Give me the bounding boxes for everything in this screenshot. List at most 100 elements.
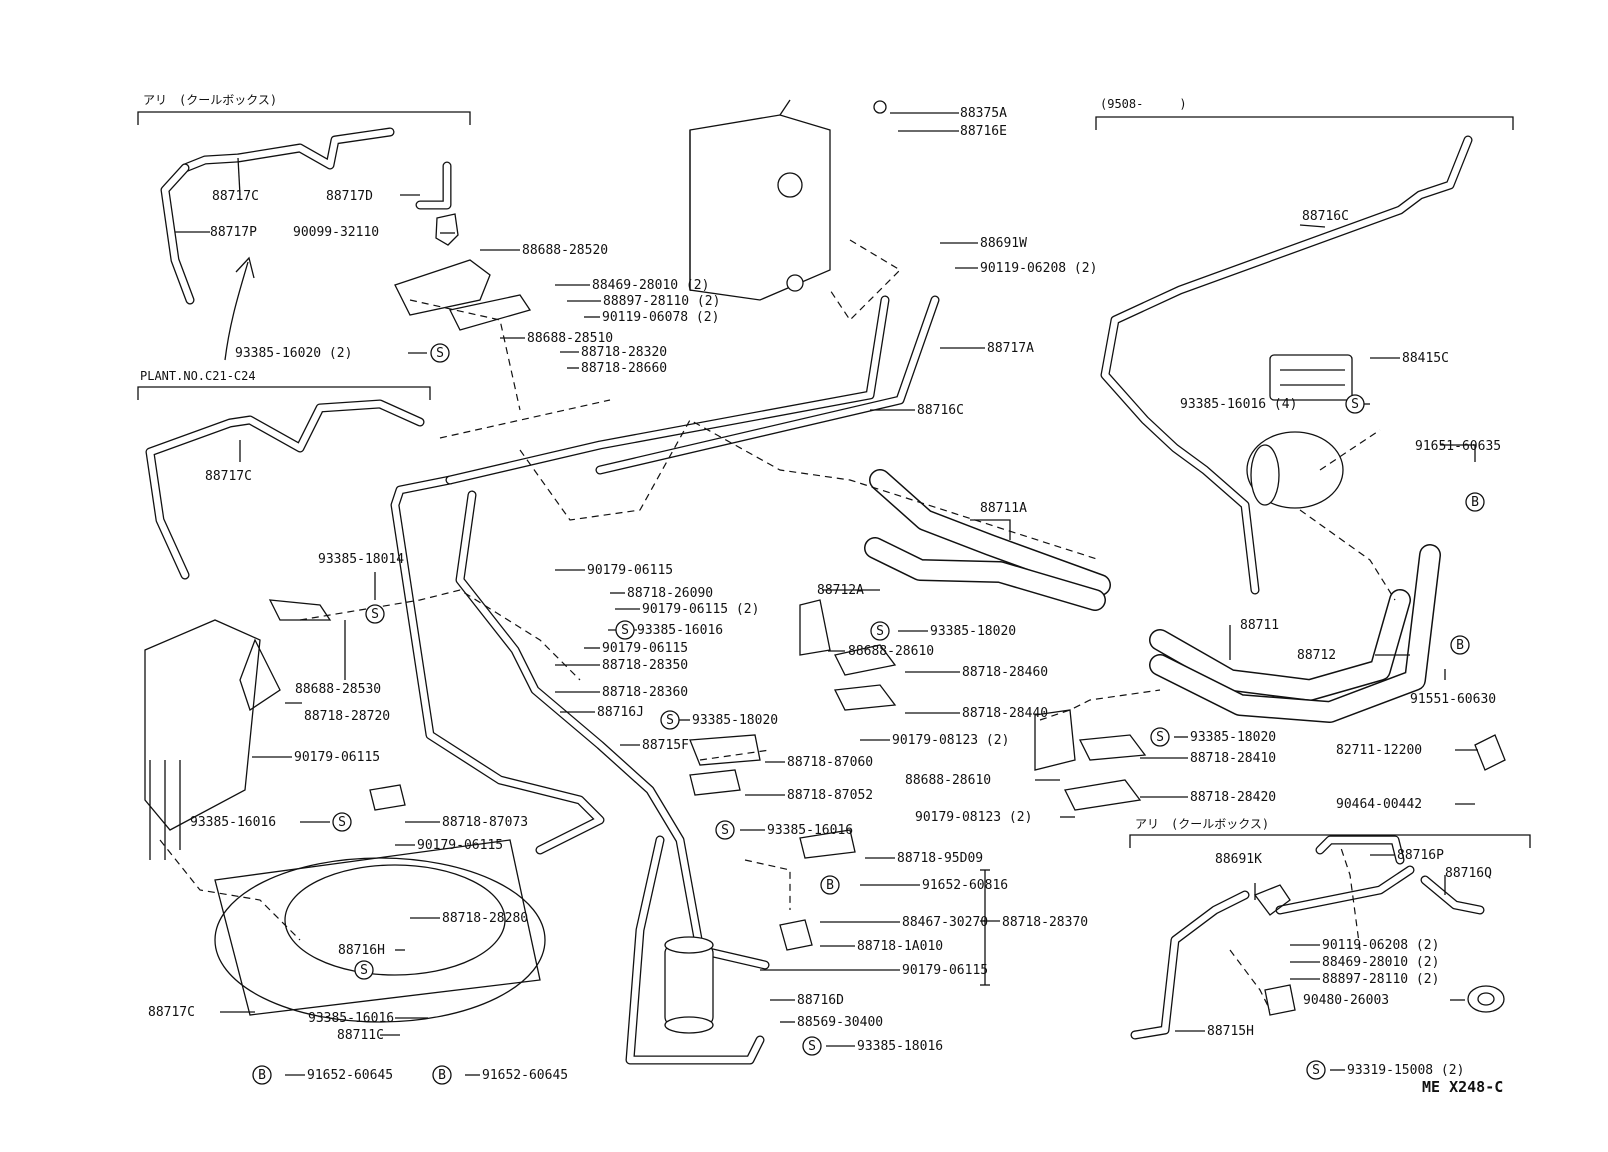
callout-93385-18016: 93385-18016	[857, 1039, 943, 1054]
svg-text:S: S	[808, 1039, 816, 1054]
svg-text:S: S	[1351, 397, 1359, 412]
callout-88718-28440: 88718-28440	[962, 706, 1048, 721]
callout-88469-28010: 88469-28010 (2)	[592, 278, 709, 293]
callout-90179-06115-left-b: 90179-06115	[417, 838, 503, 853]
callout-88716H: 88716H	[338, 943, 385, 958]
callout-88712: 88712	[1297, 648, 1336, 663]
marker-group: S S S S S S S S S S S S B B B B B	[252, 343, 1485, 1085]
callout-93385-16016-4: 93385-16016 (4)	[1180, 397, 1297, 412]
s-marker-93385-18020-c: S	[1150, 727, 1170, 747]
svg-text:S: S	[666, 713, 674, 728]
callout-82711-12200: 82711-12200	[1336, 743, 1422, 758]
callout-90179-08123-a: 90179-08123 (2)	[892, 733, 1009, 748]
callout-93385-16016-left: 93385-16016	[190, 815, 276, 830]
pipe-illustration	[144, 99, 1506, 1065]
callout-88718-28460: 88718-28460	[962, 665, 1048, 680]
callout-88688-28610-b: 88688-28610	[905, 773, 991, 788]
callout-88688-28510: 88688-28510	[527, 331, 613, 346]
header-date-range: (9508- )	[1100, 97, 1187, 111]
callout-90179-08123-b: 90179-08123 (2)	[915, 810, 1032, 825]
callout-88716P: 88716P	[1397, 848, 1444, 863]
callout-88718-87073: 88718-87073	[442, 815, 528, 830]
callout-88897-28110-b: 88897-28110 (2)	[1322, 972, 1439, 987]
b-marker-91652-60645-a: B	[252, 1065, 272, 1085]
section-plant-no: PLANT.NO.C21-C24	[137, 369, 431, 400]
svg-text:S: S	[721, 823, 729, 838]
b-marker-91551-60630: B	[1450, 635, 1470, 655]
callout-88718-87052: 88718-87052	[787, 788, 873, 803]
section-bottom-right-cool-box: アリ (クールボックス)	[1129, 817, 1531, 848]
callout-91651-60635: 91651-60635	[1415, 439, 1501, 454]
callout-88375A: 88375A	[960, 106, 1007, 121]
callout-88415C: 88415C	[1402, 351, 1449, 366]
callout-88716Q: 88716Q	[1445, 866, 1492, 881]
callout-88467-30270: 88467-30270	[902, 915, 988, 930]
callout-93385-16016-mid: 93385-16016	[637, 623, 723, 638]
callout-93385-16016-e: 93385-16016	[308, 1011, 394, 1026]
callout-90179-06115-c: 90179-06115	[902, 963, 988, 978]
svg-text:S: S	[436, 346, 444, 361]
svg-text:S: S	[338, 815, 346, 830]
callout-88718-28320: 88718-28320	[581, 345, 667, 360]
callout-90119-06208: 90119-06208 (2)	[980, 261, 1097, 276]
callout-88688-28530: 88688-28530	[295, 682, 381, 697]
callout-88718-28660: 88718-28660	[581, 361, 667, 376]
callout-88715F: 88715F	[642, 738, 689, 753]
callout-88897-28110: 88897-28110 (2)	[603, 294, 720, 309]
svg-text:S: S	[1312, 1063, 1320, 1078]
callout-88711A: 88711A	[980, 501, 1027, 516]
callout-88716C: 88716C	[917, 403, 964, 418]
callout-93385-16016-c: 93385-16016	[767, 823, 853, 838]
callout-90179-06115-left: 90179-06115	[294, 750, 380, 765]
callout-88716E: 88716E	[960, 124, 1007, 139]
callout-88717C-plant: 88717C	[205, 469, 252, 484]
callout-88718-1A010: 88718-1A010	[857, 939, 943, 954]
callout-88718-28350: 88718-28350	[602, 658, 688, 673]
callout-90099-32110: 90099-32110	[293, 225, 379, 240]
callout-88718-28360: 88718-28360	[602, 685, 688, 700]
s-marker-93385-16020: S	[430, 343, 450, 363]
callout-91551-60630: 91551-60630	[1410, 692, 1496, 707]
svg-text:S: S	[1156, 730, 1164, 745]
callout-88718-26090: 88718-26090	[627, 586, 713, 601]
callout-93319-15008: 93319-15008 (2)	[1347, 1063, 1464, 1078]
header-ari-cool-box: アリ (クールボックス)	[143, 93, 277, 107]
callout-90119-06208-b: 90119-06208 (2)	[1322, 938, 1439, 953]
section-top-left-cool-box: アリ (クールボックス)	[137, 93, 471, 125]
svg-text:B: B	[1471, 495, 1479, 510]
callout-88569-30400: 88569-30400	[797, 1015, 883, 1030]
b-marker-91652-60645-b: B	[432, 1065, 452, 1085]
callout-88716C-right: 88716C	[1302, 209, 1349, 224]
s-marker-93385-16016-d: S	[1345, 394, 1365, 414]
callout-leaders	[175, 112, 1478, 1076]
svg-text:B: B	[1456, 638, 1464, 653]
s-marker-93385-16016-b: S	[332, 812, 352, 832]
callout-88717C-bottom: 88717C	[148, 1005, 195, 1020]
callout-88469-28010-b: 88469-28010 (2)	[1322, 955, 1439, 970]
s-marker-93385-18014: S	[365, 604, 385, 624]
callout-93385-18020-mid: 93385-18020	[692, 713, 778, 728]
s-marker-93385-16016-a: S	[615, 620, 635, 640]
svg-text:B: B	[438, 1068, 446, 1083]
svg-text:S: S	[621, 623, 629, 638]
svg-text:S: S	[371, 607, 379, 622]
callout-88718-28410: 88718-28410	[1190, 751, 1276, 766]
callout-93385-18020-b: 93385-18020	[930, 624, 1016, 639]
callout-90119-06078: 90119-06078 (2)	[602, 310, 719, 325]
svg-text:S: S	[360, 963, 368, 978]
callout-88718-28720: 88718-28720	[304, 709, 390, 724]
callout-88718-95D09: 88718-95D09	[897, 851, 983, 866]
s-marker-93385-18020-a: S	[660, 710, 680, 730]
section-top-right-date: (9508- )	[1095, 97, 1514, 130]
callout-88691W: 88691W	[980, 236, 1027, 251]
callout-88717P: 88717P	[210, 225, 257, 240]
callout-88711: 88711	[1240, 618, 1279, 633]
s-marker-93385-18020-b: S	[870, 621, 890, 641]
callout-90480-26003: 90480-26003	[1303, 993, 1389, 1008]
callout-90179-06115-2: 90179-06115 (2)	[642, 602, 759, 617]
callout-93385-16020: 93385-16020 (2)	[235, 346, 352, 361]
callout-91652-60816: 91652-60816	[922, 878, 1008, 893]
header-ari-cool-box-bottom: アリ (クールボックス)	[1135, 817, 1269, 831]
callout-88712A: 88712A	[817, 583, 864, 598]
